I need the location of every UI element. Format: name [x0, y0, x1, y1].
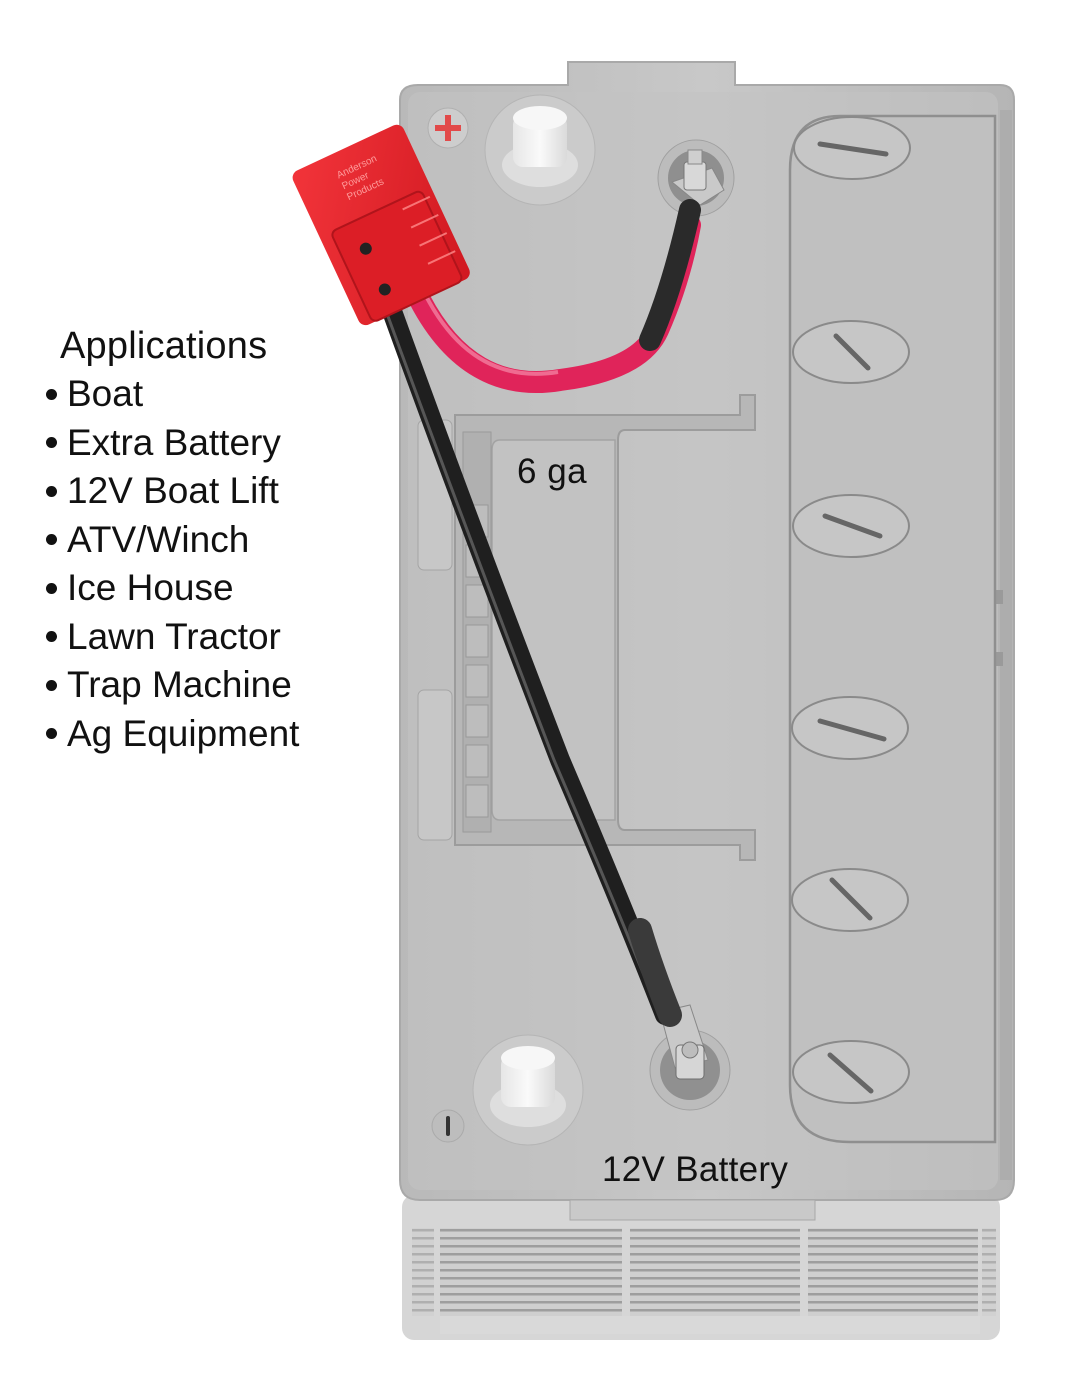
- applications-panel: Applications Boat Extra Battery 12V Boat…: [40, 322, 299, 758]
- vent-cap-icon: [793, 116, 911, 180]
- vent-cap-icon: [792, 320, 910, 384]
- molded-channel: [417, 394, 756, 861]
- bullet-icon: [46, 437, 57, 449]
- list-item: Ag Equipment: [40, 710, 299, 759]
- list-item: ATV/Winch: [40, 516, 299, 565]
- positive-stud-terminal: [657, 139, 735, 217]
- bullet-icon: [46, 679, 57, 691]
- applications-list: Boat Extra Battery 12V Boat Lift ATV/Win…: [40, 370, 299, 758]
- list-item: Boat: [40, 370, 299, 419]
- bullet-icon: [46, 534, 57, 546]
- positive-cable: [409, 199, 701, 394]
- bullet-icon: [46, 388, 57, 400]
- negative-stud-terminal: [649, 1004, 731, 1111]
- positive-post: [484, 94, 596, 206]
- battery-label: 12V Battery: [602, 1150, 789, 1189]
- list-item: Ice House: [40, 564, 299, 613]
- bullet-icon: [46, 485, 57, 497]
- negative-post: [472, 1034, 584, 1146]
- list-item: Lawn Tractor: [40, 613, 299, 662]
- vent-cap-icon: [791, 868, 909, 932]
- list-item: Trap Machine: [40, 661, 299, 710]
- bullet-icon: [46, 728, 57, 740]
- vent-cap-icon: [792, 1040, 910, 1104]
- plus-icon: [427, 107, 469, 149]
- list-item: Extra Battery: [40, 419, 299, 468]
- bullet-icon: [46, 631, 57, 643]
- applications-title: Applications: [60, 325, 268, 367]
- vent-cap-icon: [791, 696, 909, 760]
- negative-cable: [378, 290, 682, 1027]
- anderson-connector: Anderson Power Products: [292, 124, 470, 326]
- minus-icon: [431, 1109, 465, 1143]
- list-item: 12V Boat Lift: [40, 467, 299, 516]
- vent-cap-icon: [792, 494, 910, 558]
- cable-gauge-label: 6 ga: [517, 452, 588, 491]
- bullet-icon: [46, 582, 57, 594]
- battery-case: [402, 1195, 1000, 1340]
- vent-cap-panel: [788, 114, 997, 1144]
